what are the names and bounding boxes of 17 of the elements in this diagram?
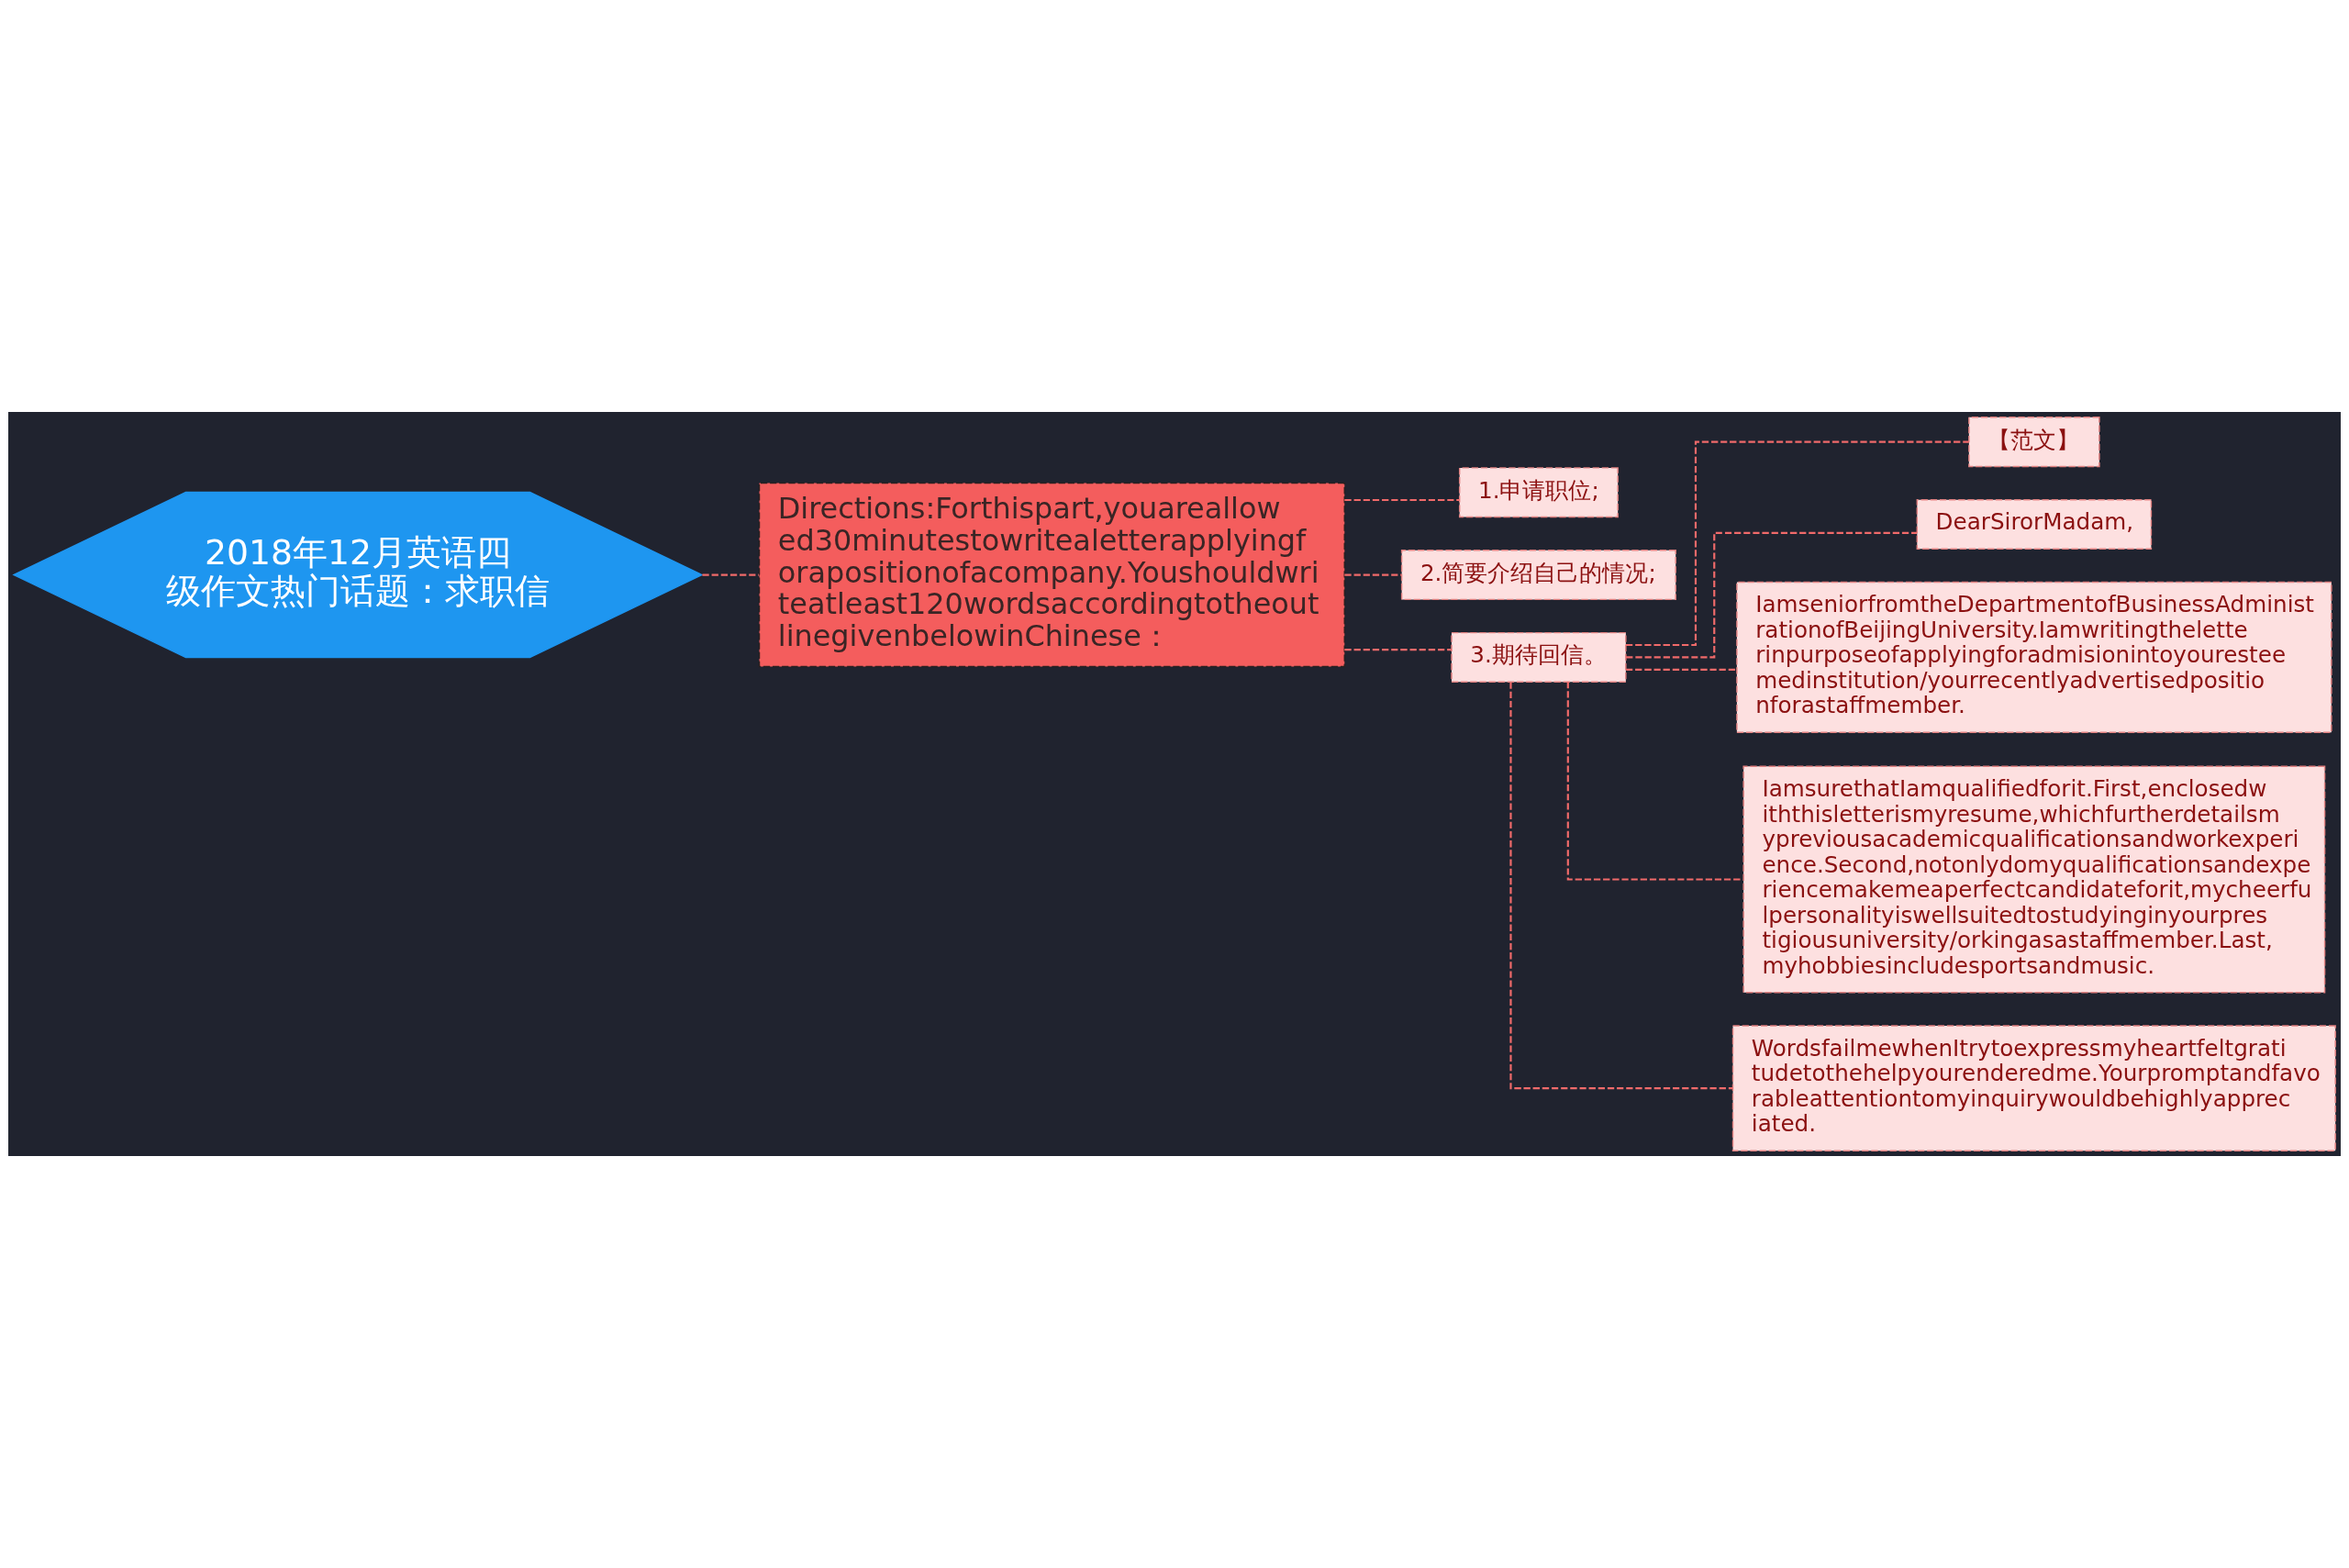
node-box: 1.申请职位; [1458, 467, 1619, 518]
connector [1626, 668, 1737, 671]
node-box: 【范文】 [1968, 417, 2100, 468]
connector [702, 573, 759, 576]
node-box: Directions:Forthispart,youareallowed30minutestowritealetterapplyingforapositionofacompany.Youshouldwriteatleast120wordsaccordingtotheoutlinegivenbelowinChinese： [758, 482, 1345, 668]
connector [1626, 531, 1918, 659]
node-box: DearSirorMadam, [1916, 498, 2153, 550]
node-box: IamseniorfromtheDepartmentofBusinessAdministrationofBeijingUniversity.Iamwritingtheletterinpurposeofapplyingforadmisionintoyouresteemedinstitution/yourrecentlyadvertisedpositionforastaffmember. [1736, 581, 2332, 734]
node-box: 3.期待回信。 [1451, 631, 1627, 683]
connector [1344, 498, 1460, 502]
connector [1344, 649, 1452, 651]
connector [1625, 440, 1969, 647]
connector [1344, 573, 1402, 576]
node-box: 2.简要介绍自己的情况; [1400, 550, 1676, 601]
node-box: WordsfailmewhenItrytoexpressmyheartfeltgratitudetothehelpyourenderedme.Yourpromptandfavorableattentiontomyinquirywouldbehighlyappreciated. [1731, 1025, 2336, 1151]
node-box: IamsurethatIamqualifiedforit.First,enclosedwiththisletterismyresume,whichfurtherdetailsmypreviousacademicqualificationsandworkexperience.Second,notonlydomyqualificationsandexperiencemakemeaperfectcandidateforit,mycheerfulpersonalityiswellsuitedtostudyinginyourprestigiousuniversity/orkingasastaffmember.Last,myhobbiesincludesportsandmusic. [1742, 765, 2326, 994]
connector [1509, 682, 1733, 1090]
